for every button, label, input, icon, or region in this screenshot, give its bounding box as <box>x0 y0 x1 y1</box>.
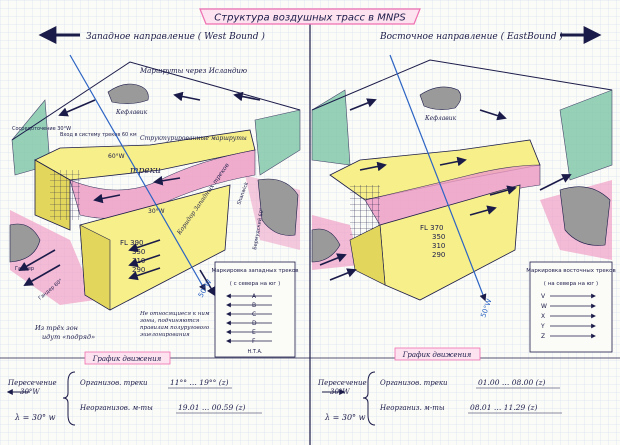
east-schedule-title: График движения <box>402 351 472 359</box>
west-org-label: Организов. треки <box>80 379 148 387</box>
west-marking-box: Маркировка западных треков ( с севера на… <box>211 261 299 358</box>
west-marking-letter-d: D <box>252 320 257 327</box>
west-marking-footer: Н.Т.А. <box>247 349 262 355</box>
west-keflavik-island <box>107 83 149 104</box>
west-marking-letter-f: F <box>252 338 256 345</box>
west-label-60w: 60°W <box>108 153 125 160</box>
west-crossing-label: Пересечение 30°W <box>7 379 59 396</box>
east-fl-370: FL 370 <box>420 224 444 232</box>
west-direction-label: Западное направление ( West Bound ) <box>86 31 265 42</box>
west-unorg-label: Неорганизов. м-ты <box>79 404 153 412</box>
east-marking-box: Маркировка восточных треков ( на севера … <box>526 261 616 353</box>
west-panel: Западное направление ( West Bound ) Кефл… <box>6 26 301 426</box>
west-label-concentration: Сосредоточение 30°W <box>12 126 71 132</box>
east-meridian <box>389 54 487 302</box>
east-unorg-value: 08.01 … 11.29 (z) <box>470 403 537 412</box>
east-crossing-sub: λ = 30° w <box>324 413 366 422</box>
west-label-unorganized: Не относящиеся к ним зоны, подчиняются п… <box>139 311 211 338</box>
west-label-iceland: Маршруты через Исландию <box>139 67 247 75</box>
west-label-from-three: Из трёх зон идут «подряд» <box>34 324 95 341</box>
east-keflavik-island <box>419 86 462 110</box>
west-from-three-line2: идут «подряд» <box>42 333 95 341</box>
west-marking-letter-a: A <box>252 293 257 300</box>
east-unorg-label: Неорганиз. м-ты <box>379 404 445 412</box>
title-banner: Структура воздушных трасс в MNPS <box>199 8 421 25</box>
east-fl-310: 310 <box>432 242 445 250</box>
east-land-east <box>559 186 611 246</box>
west-from-three-line1: Из трёх зон <box>34 324 78 332</box>
west-track-block-top <box>34 129 256 181</box>
east-marking-letter-x: X <box>541 313 545 320</box>
east-direction-label: Восточное направление ( EastBound ) <box>379 31 563 42</box>
west-marking-subtitle: ( с севера на юг ) <box>230 281 280 287</box>
east-label-keflavik: Кефлавик <box>424 115 457 122</box>
west-label-keflavik: Кефлавик <box>115 109 148 116</box>
west-marking-title: Маркировка западных треков <box>211 268 298 274</box>
east-green-curtain-right <box>559 89 613 181</box>
west-crossing-sub: λ = 30° w <box>14 413 56 422</box>
west-schedule: График движения Пересечение 30°W λ = 30°… <box>6 351 262 426</box>
west-unorganized-line2: зоны, подчиняются <box>140 318 200 324</box>
west-lower-block-side <box>79 224 111 311</box>
west-meridian <box>69 54 206 292</box>
east-marking-title: Маркировка восточных треков <box>526 268 615 274</box>
west-unorganized-line1: Не относящиеся к ним <box>139 311 210 317</box>
west-fl-290: 290 <box>132 266 145 274</box>
west-unorganized-line3: правилам полуругового <box>140 325 210 331</box>
east-fl-290: 290 <box>432 251 445 259</box>
west-org-value: 11°° … 19°° (z) <box>170 378 229 387</box>
west-track-grid <box>50 170 80 220</box>
east-org-value: 01.00 … 08.00 (z) <box>478 378 545 387</box>
east-airspace-dome <box>311 59 613 111</box>
west-crossing-line2: 30°W <box>20 388 40 396</box>
east-fl-350: 350 <box>432 233 445 241</box>
west-label-structured: Структурированные маршруты <box>140 135 247 142</box>
west-flow-arrows <box>18 91 261 297</box>
east-land-west <box>311 228 341 263</box>
west-marking-letter-e: E <box>252 329 256 336</box>
east-lower-block-side <box>349 224 386 286</box>
west-green-curtain-right <box>254 109 301 176</box>
east-marking-letter-w: W <box>541 303 547 310</box>
east-marking-letter-z: Z <box>541 333 545 340</box>
east-panel: Восточное направление ( EastBound ) Кефл… <box>311 26 616 426</box>
east-brace <box>362 371 376 426</box>
west-unorganized-line4: эшелонирования <box>140 332 190 338</box>
east-marking-letter-y: Y <box>540 323 545 330</box>
east-marking-letter-v: V <box>541 293 546 300</box>
east-label-fl: FL 370 350 310 290 <box>420 224 448 259</box>
east-flow-arrows <box>319 98 572 281</box>
west-schedule-title: График движения <box>92 355 162 363</box>
west-crossing-line1: Пересечение <box>7 379 57 387</box>
east-crossing-line1: Пересечение <box>317 379 367 387</box>
west-label-tracks: треки <box>130 166 161 176</box>
west-label-entry: Вход в систему треков 60 км <box>60 132 137 138</box>
east-org-label: Организов. треки <box>380 379 448 387</box>
page-title: Структура воздушных трасс в MNPS <box>214 13 406 24</box>
east-marking-subtitle: ( на севера на юг ) <box>544 281 598 287</box>
west-marking-letter-c: C <box>252 311 256 318</box>
west-shanwick-land <box>257 178 299 236</box>
west-fl-390: FL 390 <box>120 239 144 247</box>
west-marking-letter-b: B <box>252 302 256 309</box>
west-unorg-value: 19.01 … 00.59 (z) <box>178 403 245 412</box>
east-schedule: График движения Пересечение 30°W λ = 30°… <box>317 347 562 426</box>
west-label-30w: 30°W <box>148 208 165 215</box>
west-gander-land <box>9 223 41 263</box>
west-brace <box>62 371 76 426</box>
